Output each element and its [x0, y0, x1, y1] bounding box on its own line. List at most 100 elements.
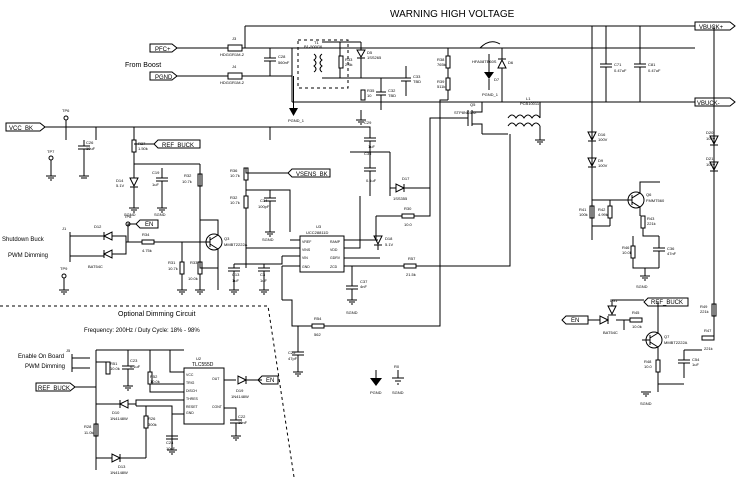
wire-vsens: [245, 168, 291, 240]
svg-text:47pF: 47pF: [288, 356, 298, 361]
svg-text:D5: D5: [367, 50, 373, 55]
svg-text:C3: C3: [260, 272, 266, 277]
svg-text:R42: R42: [598, 207, 606, 212]
cap-c13: C13 1uF: [228, 264, 240, 290]
cap-c35: C35 0.1uF: [364, 151, 377, 186]
svg-text:C37: C37: [360, 279, 368, 284]
svg-text:UCC28811D: UCC28811D: [306, 230, 328, 235]
svg-text:SGND: SGND: [154, 212, 166, 217]
u3-pin-vdd: VDD: [330, 248, 338, 252]
cap-c28: C28 560nF: [264, 48, 290, 76]
svg-text:10.0k: 10.0k: [110, 366, 120, 371]
cap-c3: C3 1uF: [258, 264, 270, 290]
svg-text:R41: R41: [579, 207, 587, 212]
svg-text:100k: 100k: [579, 212, 588, 217]
svg-text:L1: L1: [526, 96, 531, 101]
zener-d18: D18 5.1V: [373, 235, 394, 247]
wire-r38-r39: [439, 48, 449, 240]
ic-u3: U3 UCC28811D VREF VINS VIN GND RAMP VDD …: [299, 224, 345, 273]
svg-text:REF_BUCK: REF_BUCK: [38, 386, 70, 392]
svg-text:TP9: TP9: [60, 266, 68, 271]
diode-d13: D13 1N4148W: [96, 453, 146, 475]
svg-text:R45: R45: [632, 310, 640, 315]
u3-pin-vins: VINS: [302, 248, 311, 252]
resistor-r46: R46 10.0k: [622, 245, 636, 259]
svg-text:J3: J3: [232, 36, 237, 41]
svg-text:1uF: 1uF: [692, 362, 699, 367]
cap-c81: C81 0.47uF: [634, 26, 661, 102]
svg-text:R47: R47: [704, 328, 712, 333]
wire-r54: [282, 240, 441, 340]
transistor-q7: Q7 MMBT2222A: [642, 331, 688, 349]
wire-dim-vcc: [75, 349, 184, 470]
svg-text:R26: R26: [148, 416, 156, 421]
port-pfc-plus: PFC+: [149, 43, 178, 53]
diode-d19: D19 1N4148W: [231, 375, 262, 399]
pwm-dimming-label-1: PWM Dimming: [8, 253, 48, 259]
u2-pin-out: OUT: [212, 377, 220, 381]
u2-pin-vcc: VCC: [186, 373, 194, 377]
svg-text:10.0k: 10.0k: [188, 276, 198, 281]
svg-text:300k: 300k: [148, 422, 157, 427]
wire-q7-network: [588, 298, 715, 392]
svg-text:Q7: Q7: [664, 334, 670, 339]
u3-pin-vref: VREF: [302, 240, 311, 244]
svg-text:5.1V: 5.1V: [116, 183, 125, 188]
svg-text:C29: C29: [364, 120, 372, 125]
svg-text:21.5k: 21.5k: [406, 272, 416, 277]
svg-text:100V: 100V: [706, 136, 716, 141]
svg-text:1uF: 1uF: [152, 182, 159, 187]
wire-l1: [482, 101, 541, 140]
svg-text:C34: C34: [260, 198, 268, 203]
svg-text:1SS265: 1SS265: [367, 55, 382, 60]
svg-text:R46: R46: [622, 245, 630, 250]
port-ref-buck-bottom: REF_BUCK: [35, 382, 76, 392]
resistor-r42: R42 4.99k: [598, 205, 613, 219]
svg-text:D12: D12: [94, 224, 102, 229]
svg-text:PGND: PGND: [155, 75, 173, 81]
svg-text:J5: J5: [66, 348, 71, 353]
svg-text:VBUCK+: VBUCK+: [699, 25, 724, 31]
svg-text:10.0k: 10.0k: [622, 250, 632, 255]
ground-sgnd-c22: [231, 435, 241, 441]
ic-u2: U2 TLC555D VCC TRIG DISCH THRES GND OUT …: [183, 356, 225, 425]
svg-text:1N4148W: 1N4148W: [110, 470, 128, 475]
diode-d20: D20 100V: [706, 130, 719, 146]
svg-text:C13: C13: [232, 272, 240, 277]
svg-text:R54: R54: [314, 316, 322, 321]
cap-c19: C19 1uF: [152, 168, 168, 208]
svg-text:C54: C54: [692, 357, 700, 362]
svg-text:TP8: TP8: [124, 214, 132, 219]
resistor-r43: R43 221k: [640, 215, 656, 229]
svg-text:C36: C36: [667, 246, 675, 251]
port-pgnd: PGND: [149, 71, 178, 81]
connector-j4: J4 HDGGR1M-2: [220, 64, 245, 85]
svg-text:1N4148W: 1N4148W: [231, 394, 249, 399]
resistor-r57: R57 21.5k: [403, 256, 417, 277]
u2-pin-thres: THRES: [186, 397, 199, 401]
svg-text:R32: R32: [184, 173, 192, 178]
wire-dim-timing: [95, 405, 173, 458]
cap-c54: C54 1uF: [678, 350, 700, 378]
mosfet-q5: Q5 STP8NK60Z: [454, 102, 483, 134]
svg-text:C35: C35: [364, 151, 372, 156]
transistor-q6: Q6 FMMT560: [620, 191, 665, 209]
svg-text:D10: D10: [112, 410, 120, 415]
svg-text:560nF: 560nF: [278, 60, 290, 65]
wire-bottom-gnd-row: [181, 242, 283, 300]
resistor-r45: R45 10.0k: [629, 310, 643, 329]
cap-c22: C22 10nF: [230, 414, 248, 436]
svg-text:10.7k: 10.7k: [230, 200, 240, 205]
svg-text:0.1uF: 0.1uF: [130, 364, 141, 369]
port-vbuck-plus: VBUCK+: [694, 21, 736, 31]
testpoint-tp9: TP9: [59, 266, 69, 295]
svg-text:562: 562: [314, 332, 321, 337]
svg-text:R48: R48: [644, 359, 652, 364]
diode-d16: D16 100V: [587, 131, 608, 142]
svg-text:1SS355: 1SS355: [393, 196, 408, 201]
diode-d10: D10 1N4148W: [96, 399, 136, 421]
cap-c32: C32 TBD: [376, 78, 396, 110]
svg-text:10.0k: 10.0k: [632, 324, 642, 329]
resistor-r52: R52 10.0k: [147, 371, 160, 385]
